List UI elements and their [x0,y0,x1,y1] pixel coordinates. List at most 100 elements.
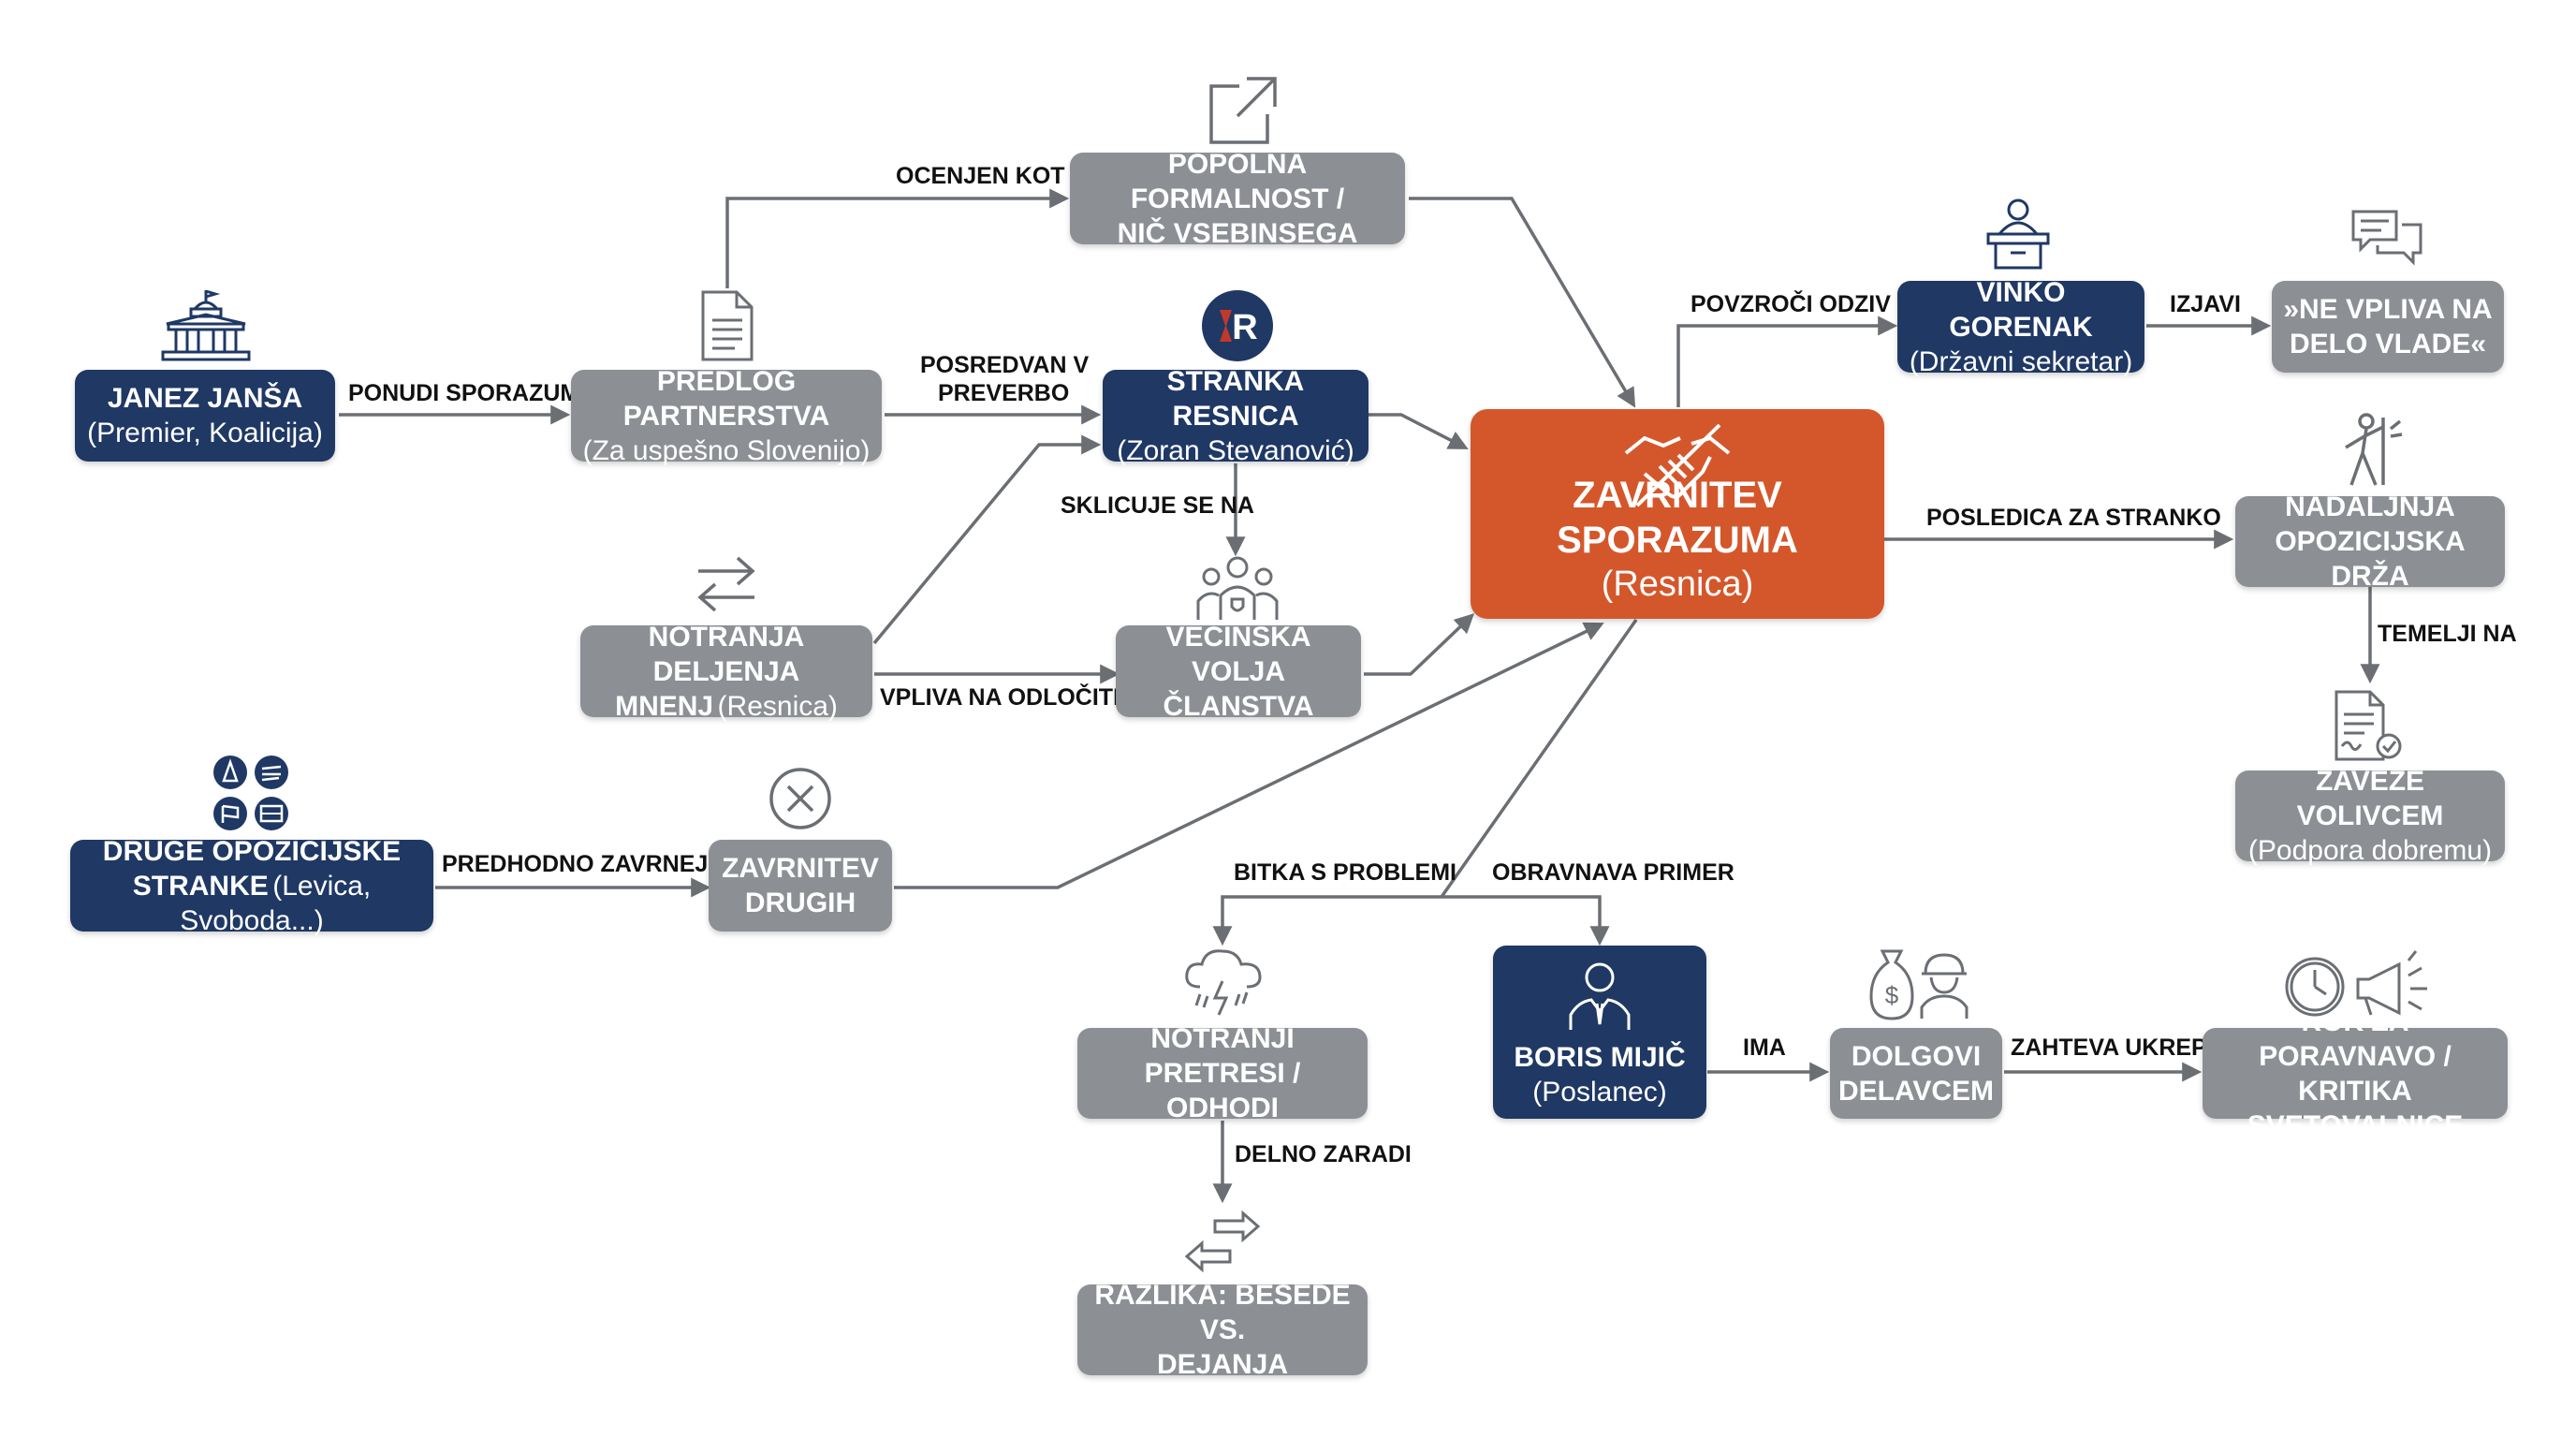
edge-resnica-center [1368,413,1469,449]
node-title: RAZLIKA: BESEDE VS. [1094,1280,1351,1345]
node-druge-opozicijske-stranke: DRUGE OPOZICIJSKE STRANKE (Levica, Svobo… [70,836,433,936]
opposition-parties-icon [213,756,288,830]
node-notranja-deljenja: NOTRANJA DELJENJA MNENJ (Resnica) [580,622,872,722]
storm-cloud-icon [1185,949,1262,1016]
edge-label-izjavi: IZJAVI [2170,291,2241,317]
node-title-line2: DELO VLADE« [2289,329,2487,360]
edge-obravnava [1442,895,1610,946]
node-title: ZAVRNITEV [722,853,879,884]
government-building-icon [161,289,251,361]
group-people-icon [1196,556,1279,620]
edge-povzroci [1676,315,1898,407]
edge-label-posledica: POSLEDICA ZA STRANKO [1926,505,2221,531]
edge-ocenjen [725,188,1070,288]
node-title-line2: DELAVCEM [1837,1075,1995,1107]
node-title: VEČINSKA VOLJA [1165,621,1311,687]
node-subtitle: (Za uspešno Slovenijo) [582,434,871,466]
edge-label-bitka: BITKA S PROBLEMI [1234,859,1456,886]
node-subtitle: (Državni sekretar) [1909,345,2133,377]
node-title-line2: KRITIKA SVETOVALNICE [2247,1075,2464,1141]
edge-notranja-resnica [872,434,1102,645]
podium-speaker-icon [1986,198,2050,270]
node-zavrnitev-drugih: ZAVRNITEV DRUGIH [709,840,892,932]
edge-drugih-center [894,622,1604,889]
edge-label-delno: DELNO ZARADI [1235,1141,1412,1167]
svg-text:R: R [1232,308,1257,347]
signed-document-icon [2334,690,2402,761]
node-title: POPOLNA FORMALNOST / [1130,148,1345,214]
node-title: NADALJNJA [2285,492,2455,522]
node-title: ZAVEZE VOLIVCEM [2296,766,2444,831]
node-title-line2: OPOZICIJSKA DRŽA [2275,526,2466,592]
node-title: NOTRANJA DELJENJA [648,621,805,687]
node-title: VINKO GORENAK [1949,276,2093,343]
node-title-line2: MNENJ [615,690,714,722]
node-title: STRANKA RESNICA [1166,365,1305,432]
node-zaveze-volivcem: ZAVEZE VOLIVCEM (Podpora dobremu) [2235,766,2505,866]
swap-arrows-icon [697,556,755,612]
node-title: JANEZ JANŠA [107,383,303,414]
edge-label-sklicuje: SKLICUJE SE NA [1061,492,1254,519]
node-dolgovi-delavcem: DOLGOVI DELAVCEM [1830,1028,2002,1119]
handshake-icon [1624,423,1731,507]
edge-label-ponudi: PONUDI SPORAZUM [348,380,580,406]
rejected-x-icon [769,768,831,829]
edge-label-posredovan-2: PREVERBO [938,380,1070,406]
node-title-line2: DRUGIH [744,888,856,918]
node-rok-za-poravnavo: ROK ZA PORAVNAVO / KRITIKA SVETOVALNICE [2203,1006,2508,1141]
node-nadaljnja-opozicijska-drza: NADALJNJA OPOZICIJSKA DRŽA [2235,492,2505,592]
node-title: NOTRANJI PRETRESI / [1144,1023,1301,1089]
node-title-line2: ODHODI [1166,1093,1279,1123]
node-title: PREDLOG PARTNERSTVA [622,365,830,432]
edge-label-predhodno: PREDHODNO ZAVRNEJO [442,851,726,877]
node-notranji-pretresi: NOTRANJI PRETRESI / ODHODI [1077,1023,1368,1123]
node-popolna-formalnost: POPOLNA FORMALNOST / NIČ VSEBINSEGA [1070,149,1405,249]
node-subtitle: (Premier, Koalicija) [87,418,323,448]
clock-megaphone-icon [2285,950,2427,1017]
edge-label-povzroci: POVZROČI ODZIV [1690,291,1891,317]
determined-person-icon [2345,413,2403,486]
speech-bubbles-icon [2351,210,2422,266]
edge-popolna-center [1409,197,1636,408]
node-boris-mijic: BORIS MIJIČ (Poslanec) [1493,946,1706,1119]
node-predlog-partnerstva: PREDLOG PARTNERSTVA (Za uspešno Slovenij… [571,366,882,466]
edge-label-posredovan-1: POSREDVAN V [920,352,1090,378]
node-subtitle: (Poslanec) [1532,1077,1667,1108]
node-title-line2: STRANKE [132,870,269,902]
node-title-line2: ČLANSTVA [1163,690,1314,722]
edge-label-temelji: TEMELJI NA [2378,621,2517,647]
node-vecinska-volja: VEČINSKA VOLJA ČLANSTVA [1116,622,1361,722]
money-bag-worker-icon: $ [1869,949,1969,1020]
node-subtitle: (Zoran Stevanović) [1117,434,1354,466]
node-title: BORIS MIJIČ [1514,1042,1686,1073]
businessman-icon [1569,962,1631,1030]
edge-label-obravnava: OBRAVNAVA PRIMER [1492,859,1734,886]
external-link-icon [1209,77,1277,144]
swap-arrows-icon [1184,1210,1261,1273]
edge-label-vpliva: VPLIVA NA ODLOČITEV [880,684,1145,711]
node-subtitle-inline: (Resnica) [717,690,838,722]
document-icon [701,290,754,361]
node-subtitle: (Resnica) [1601,565,1754,604]
edge-vecinska-center [1364,613,1475,676]
node-janez-jansa: JANEZ JANŠA (Premier, Koalicija) [75,370,335,462]
node-title: DOLGOVI [1851,1040,1982,1072]
node-title: ROK ZA PORAVNAVO / [2259,1005,2452,1072]
edge-label-zahteva: ZAHTEVA UKREP [2011,1034,2207,1061]
node-title-line2: DEJANJA [1156,1349,1289,1380]
edge-center-split [1212,618,1638,946]
node-ne-vpliva: »NE VPLIVA NA DELO VLADE« [2272,281,2504,373]
node-subtitle-inline: (Levica, Svoboda...) [180,870,372,936]
node-title: »NE VPLIVA NA [2283,294,2493,325]
node-title: DRUGE OPOZICIJSKE [102,835,402,867]
svg-text:$: $ [1885,981,1899,1009]
resnica-logo-icon: R [1202,290,1273,361]
node-subtitle: (Podpora dobremu) [2247,835,2493,866]
edge-label-ima: IMA [1743,1034,1786,1061]
edge-label-ocenjen: OCENJEN KOT [896,163,1065,189]
node-razlika-besede-dejanja: RAZLIKA: BESEDE VS. DEJANJA [1077,1280,1368,1380]
node-vinko-gorenak: VINKO GORENAK (Državni sekretar) [1897,277,2144,377]
node-title-line2: NIČ VSEBINSEGA [1117,217,1358,249]
